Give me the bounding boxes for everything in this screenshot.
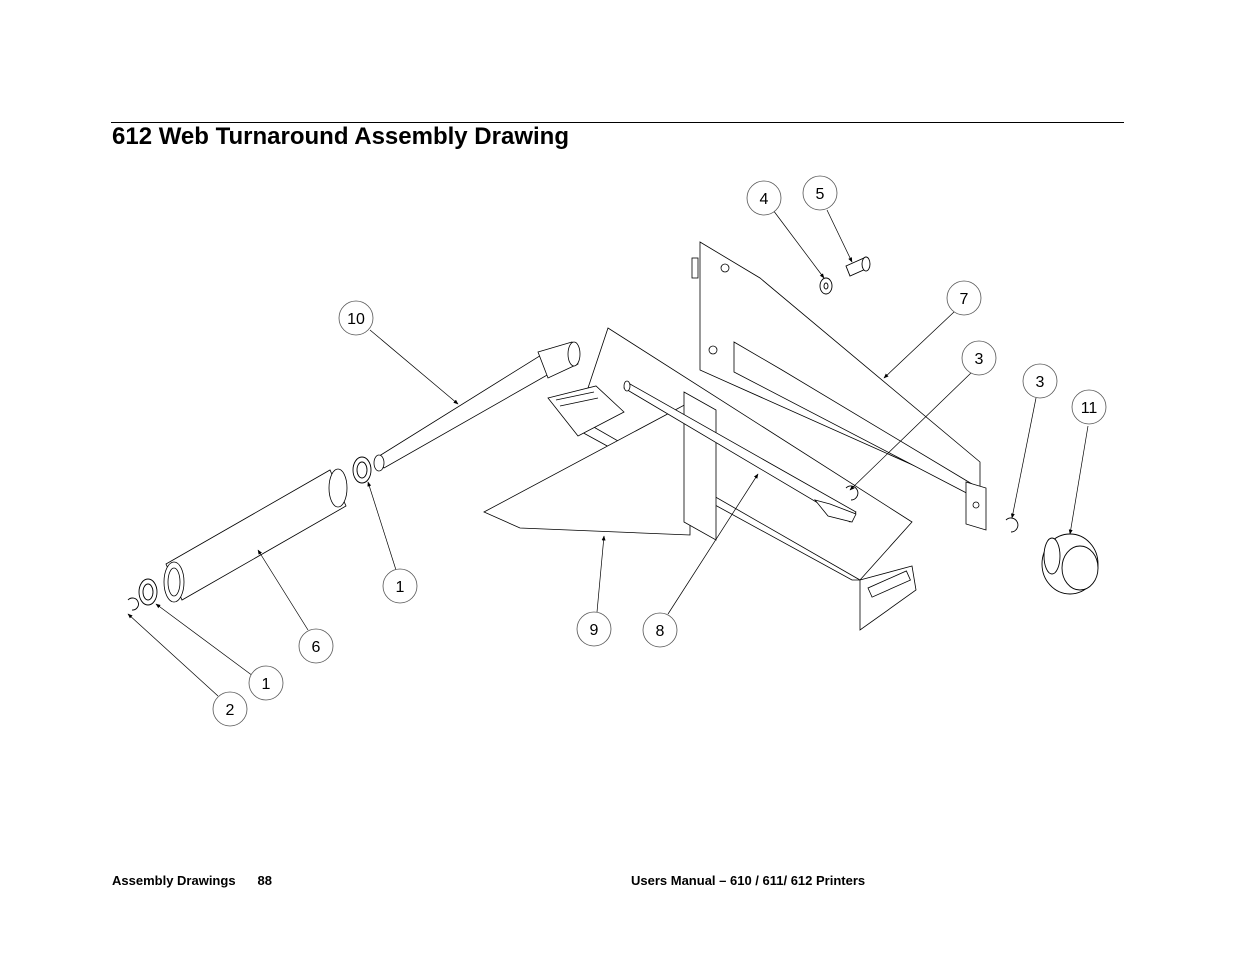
washer-screw [819, 256, 871, 295]
footer-section: Assembly Drawings [112, 873, 236, 888]
callout-9: 9 [576, 611, 612, 647]
svg-text:2: 2 [226, 702, 235, 719]
knob [1041, 533, 1099, 595]
page-title: 612 Web Turnaround Assembly Drawing [112, 123, 569, 150]
callout-2: 2 [212, 691, 248, 727]
callout-11: 11 [1071, 389, 1107, 425]
callout-10: 10 [338, 300, 374, 336]
svg-text:8: 8 [656, 623, 665, 640]
shaft [623, 380, 857, 523]
roller-plate [483, 385, 717, 541]
svg-text:3: 3 [975, 351, 984, 368]
svg-text:7: 7 [960, 291, 969, 308]
svg-text:11: 11 [1081, 400, 1098, 417]
svg-text:5: 5 [816, 186, 825, 203]
shaft-10 [373, 341, 581, 472]
callout-1a: 1 [382, 568, 418, 604]
footer-left: Assembly Drawings 88 [112, 873, 272, 888]
bearings [138, 456, 372, 606]
callout-7: 7 [946, 280, 982, 316]
svg-text:1: 1 [262, 676, 271, 693]
roller [163, 468, 348, 603]
svg-text:9: 9 [590, 622, 599, 639]
callout-1b: 1 [248, 665, 284, 701]
callout-4: 4 [746, 180, 782, 216]
header-rule [111, 122, 1124, 123]
leader-lines [127, 209, 1089, 697]
callout-3a: 3 [961, 340, 997, 376]
callout-3b: 3 [1022, 363, 1058, 399]
page-number: 88 [257, 873, 273, 888]
footer-manual: Users Manual – 610 / 611/ 612 Printers [631, 873, 866, 888]
svg-text:10: 10 [347, 311, 365, 328]
svg-text:1: 1 [396, 579, 405, 596]
svg-text:3: 3 [1036, 374, 1045, 391]
svg-text:4: 4 [760, 191, 769, 208]
callout-5: 5 [802, 175, 838, 211]
svg-text:6: 6 [312, 639, 321, 656]
callout-8: 8 [642, 612, 678, 648]
clips [127, 485, 1019, 611]
callout-6: 6 [298, 628, 334, 664]
